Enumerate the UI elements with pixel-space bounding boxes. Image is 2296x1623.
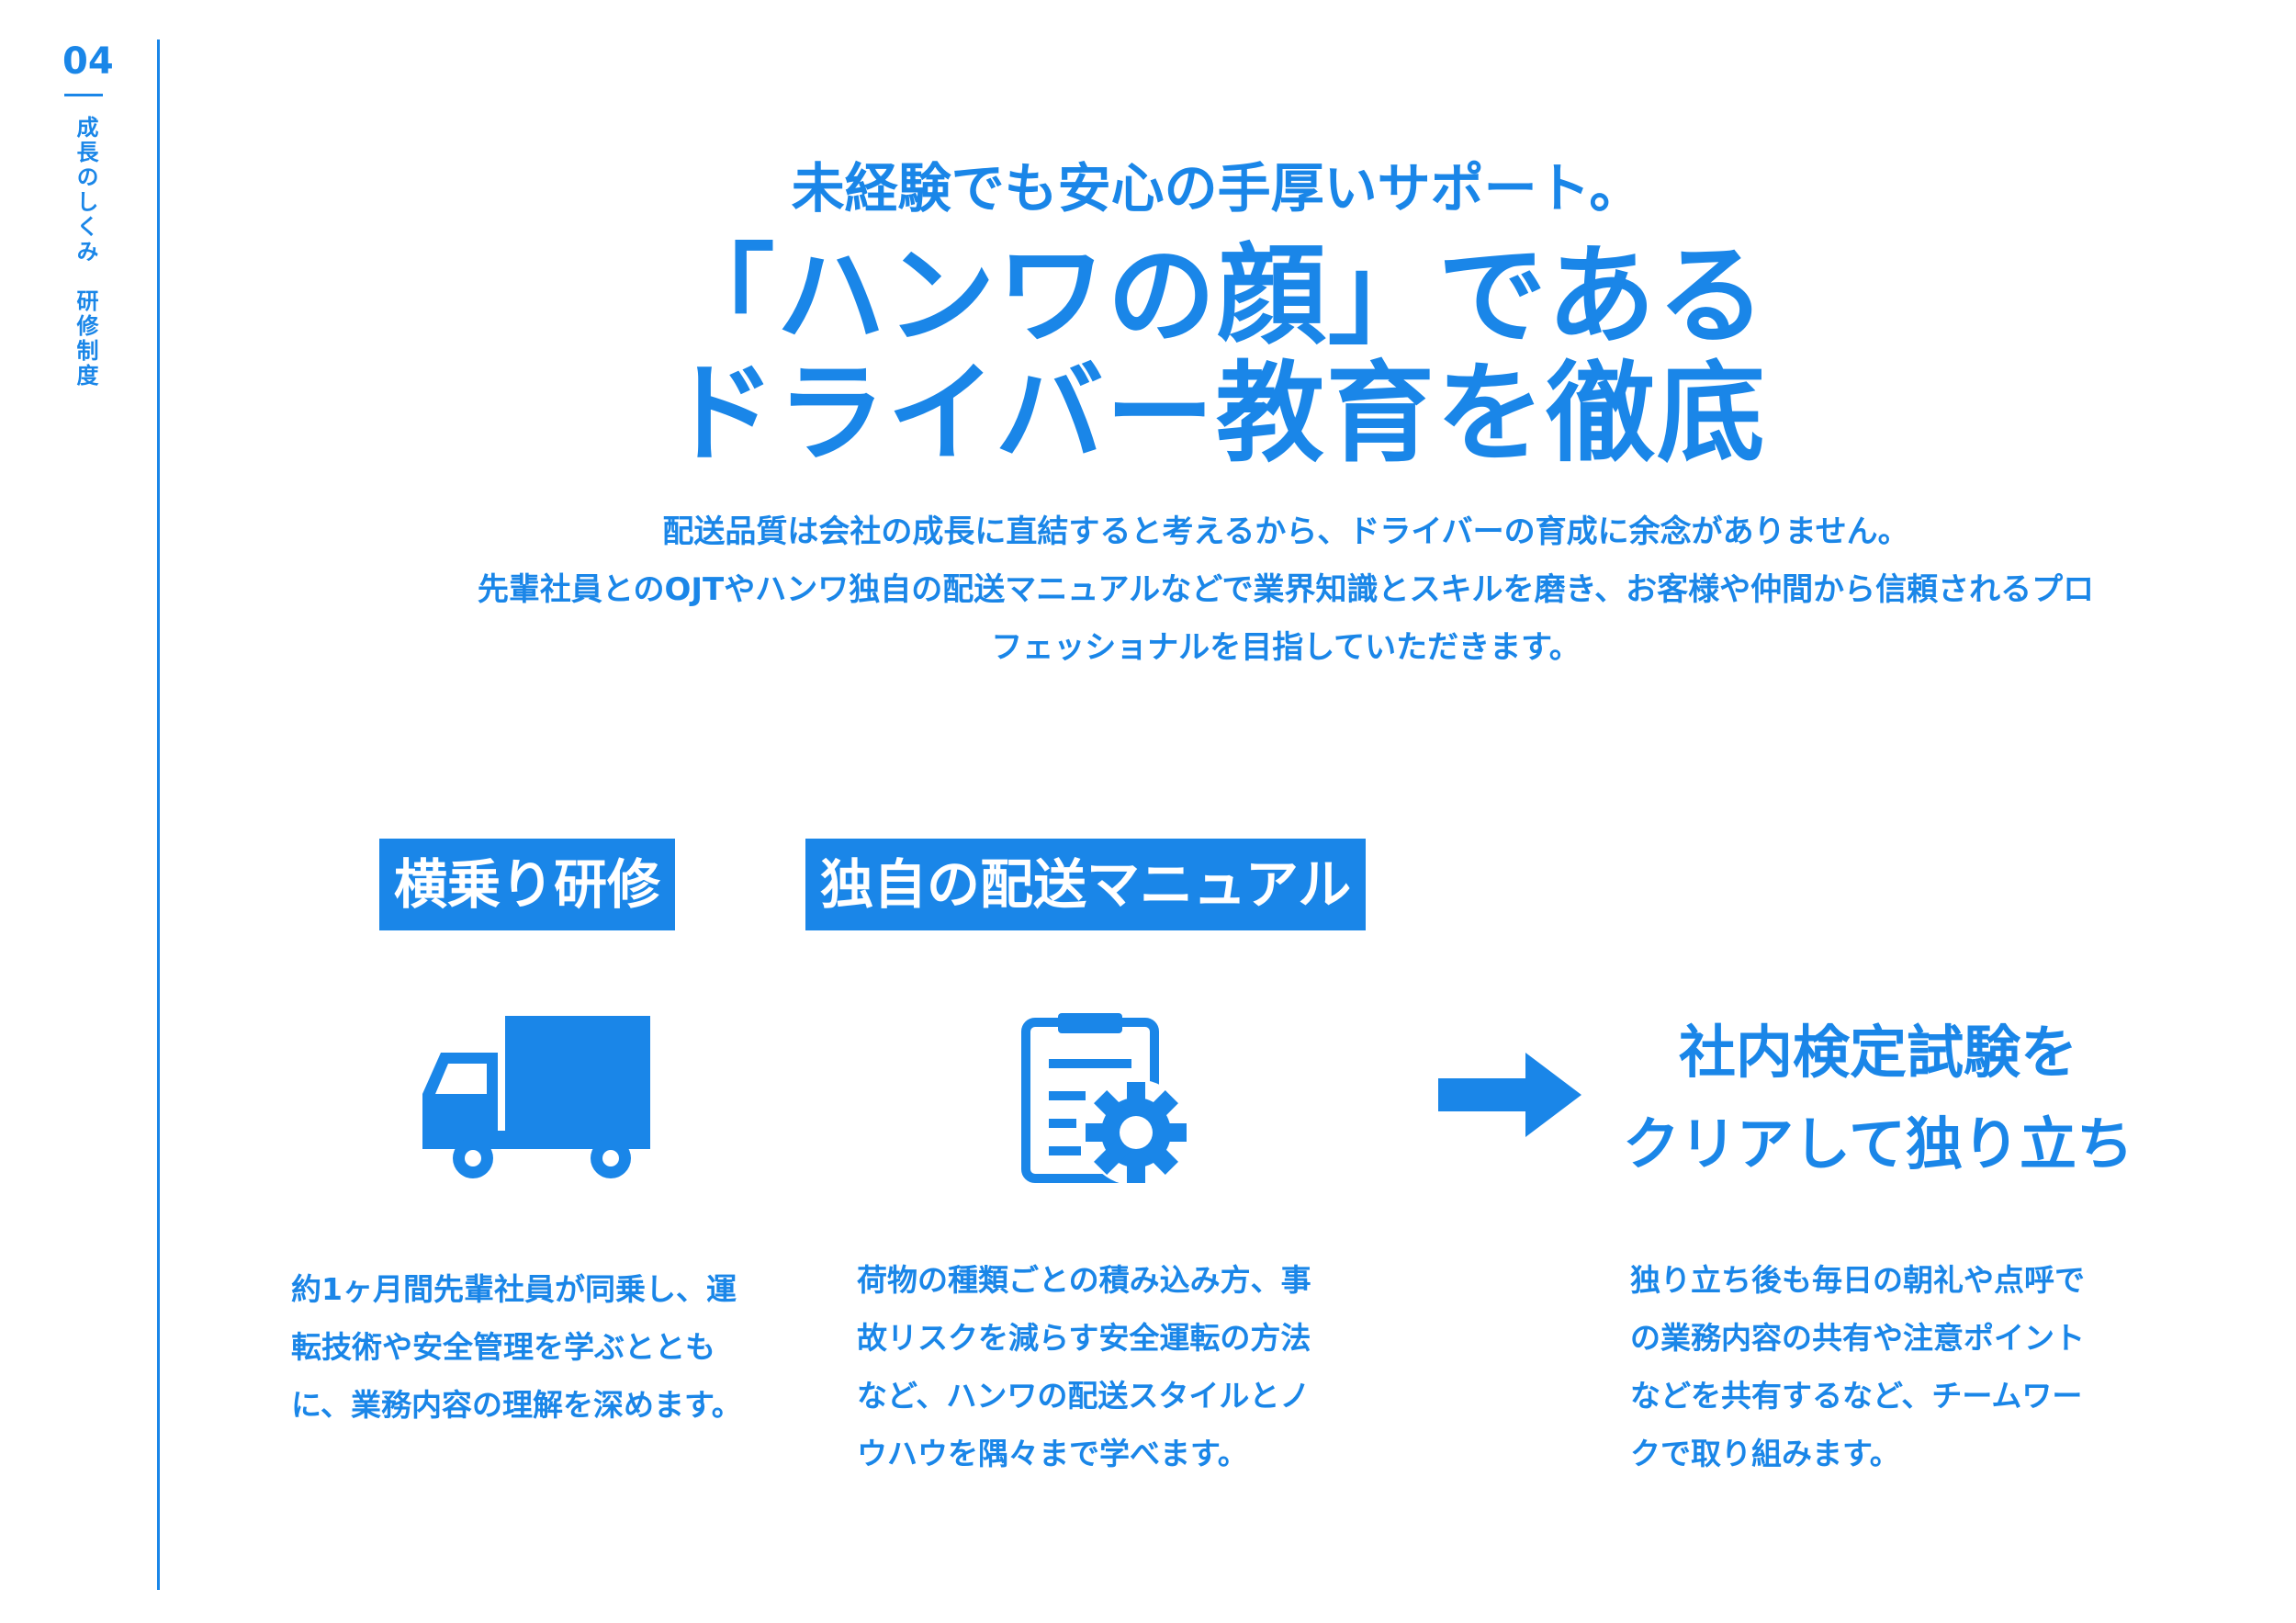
tag-manual: 独自の配送マニュアル xyxy=(805,839,1367,930)
intro-paragraph: 配送品質は会社の成長に直結すると考えるから、ドライバーの育成に余念がありません。… xyxy=(276,503,2296,677)
independent-description: 独り立ち後も毎日の朝礼や点呼で の業務内容の共有や注意ポイント などを共有するな… xyxy=(1630,1251,2126,1482)
intro-line: 配送品質は会社の成長に直結すると考えるから、ドライバーの育成に余念がありません。 xyxy=(662,513,1909,550)
truck-icon xyxy=(422,1016,650,1178)
subtitle: 未経験でも安心の手厚いサポート。 xyxy=(791,157,1643,220)
page-title: 「ハンワの顔」である ドライバー教育を徹底 xyxy=(276,237,2158,472)
intro-line: 先輩社員とのOJTやハンワ独自の配送マニュアルなどで業界知識とスキルを磨き、お客… xyxy=(477,571,2095,608)
result-line-2: クリアして独り立ち xyxy=(1622,1110,2134,1178)
ride-along-description: 約1ヶ月間先輩社員が同乗し、運 転技術や安全管理を学ぶととも に、業務内容の理解… xyxy=(291,1260,787,1434)
intro-line: フェッショナルを目指していただきます。 xyxy=(991,629,1581,666)
description-line: 故リスクを減らす安全運転の方法 xyxy=(857,1320,1311,1356)
result-heading: 社内検定試験を クリアして独り立ち xyxy=(1598,1007,2158,1190)
description-line: クで取り組みます。 xyxy=(1630,1436,1900,1471)
section-number: 04 xyxy=(62,40,114,83)
manual-description: 荷物の種類ごとの積み込み方、事 故リスクを減らす安全運転の方法 など、ハンワの配… xyxy=(857,1251,1353,1482)
tag-ride-along: 横乗り研修 xyxy=(379,839,676,930)
arrow-right-icon xyxy=(1438,1053,1581,1137)
clipboard-gear-icon xyxy=(1021,1013,1189,1186)
description-line: 荷物の種類ごとの積み込み方、事 xyxy=(857,1262,1311,1298)
description-line: 独り立ち後も毎日の朝礼や点呼で xyxy=(1630,1262,2085,1298)
description-line: に、業務内容の理解を深めます。 xyxy=(291,1387,742,1423)
section-number-underline xyxy=(64,94,103,96)
description-line: の業務内容の共有や注意ポイント xyxy=(1630,1320,2085,1356)
description-line: 約1ヶ月間先輩社員が同乗し、運 xyxy=(291,1271,737,1307)
description-line: 転技術や安全管理を学ぶととも xyxy=(291,1329,715,1365)
title-line-1: 「ハンワの顔」である xyxy=(666,232,1768,359)
description-line: など、ハンワの配送スタイルとノ xyxy=(857,1378,1311,1414)
description-line: ウハウを隅々まで学べます。 xyxy=(857,1436,1248,1471)
title-line-2: ドライバー教育を徹底 xyxy=(667,350,1767,477)
section-label: 成長のしくみ 研修制度 xyxy=(73,116,98,389)
result-line-1: 社内検定試験を xyxy=(1678,1019,2077,1086)
vertical-divider xyxy=(157,39,160,1590)
description-line: などを共有するなど、チームワー xyxy=(1630,1378,2083,1414)
